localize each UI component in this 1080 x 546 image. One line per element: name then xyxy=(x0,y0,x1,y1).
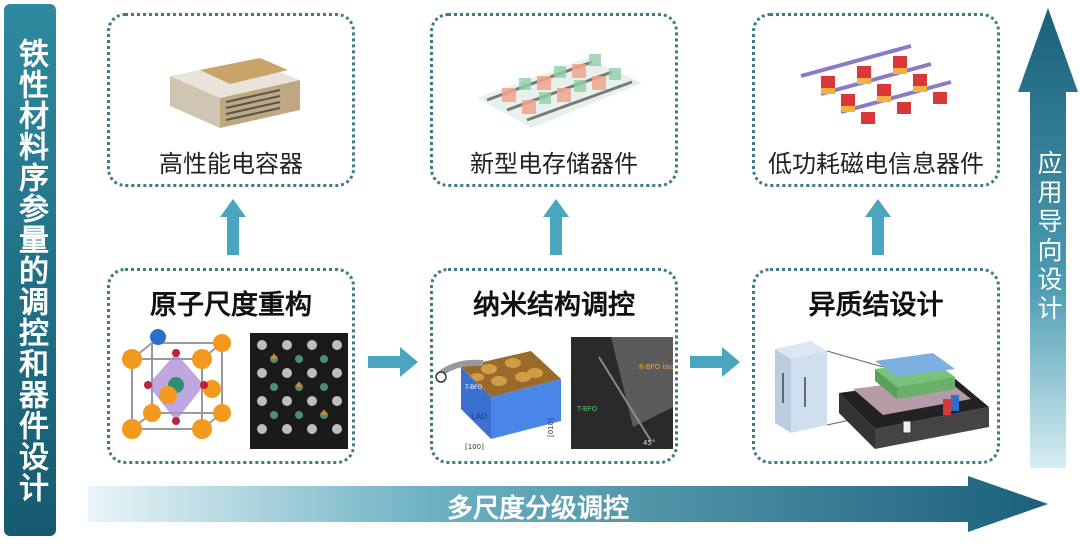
box-capacitor: 高性能电容器 xyxy=(107,13,355,187)
application-design-arrow xyxy=(1018,8,1078,468)
perovskite-unit-cell-image xyxy=(122,329,231,439)
multiscale-control-label: 多尺度分级调控 xyxy=(446,494,629,524)
box-label: 低功耗磁电信息器件 xyxy=(768,150,984,178)
right-arrow xyxy=(690,347,740,377)
up-arrow xyxy=(543,199,569,255)
inset-r-label: R-BFO island xyxy=(639,363,673,371)
right-arrow xyxy=(368,347,418,377)
left-title-bar: 铁性材料序参量的调控和器件设计 xyxy=(4,4,56,536)
axis-100-label: [100] xyxy=(465,443,484,451)
up-arrow xyxy=(865,199,891,255)
box-heterojunction-design: 异质结设计 xyxy=(752,268,1000,464)
substrate-label: LAO xyxy=(471,412,487,421)
magnetoelectric-device-image xyxy=(800,44,952,124)
film-label: T-BFO xyxy=(464,384,483,391)
box-label: 原子尺度重构 xyxy=(150,290,312,321)
box-nanostructure-control: 纳米结构调控 LAO T-BFO [100] [010] R-BFO islan… xyxy=(430,268,678,464)
afm-topography-image: LAO T-BFO [100] [010] xyxy=(435,351,561,451)
left-title: 铁性材料序参量的调控和器件设计 xyxy=(13,37,48,503)
axis-010-label: [010] xyxy=(547,418,555,437)
inset-t-label: T-BFO xyxy=(576,405,598,413)
pfm-inset-image: R-BFO island T-BFO 45° xyxy=(571,337,673,449)
capacitor-image xyxy=(170,58,300,128)
box-label: 新型电存储器件 xyxy=(470,150,638,178)
box-magnetoelectric: 低功耗磁电信息器件 xyxy=(752,13,1000,187)
box-label: 异质结设计 xyxy=(808,290,944,321)
atomic-lattice-image xyxy=(250,333,348,449)
inset-angle-label: 45° xyxy=(643,439,655,447)
box-memory: 新型电存储器件 xyxy=(430,13,678,187)
multiscale-control-arrow xyxy=(88,476,1048,532)
memory-array-image xyxy=(477,54,642,128)
application-design-label: 应用导向设计 xyxy=(1034,150,1063,324)
heterojunction-image xyxy=(775,341,989,449)
box-atomic-reconstruction: 原子尺度重构 xyxy=(107,268,355,464)
box-label: 纳米结构调控 xyxy=(473,290,635,321)
box-label: 高性能电容器 xyxy=(159,150,303,178)
up-arrow xyxy=(220,199,246,255)
